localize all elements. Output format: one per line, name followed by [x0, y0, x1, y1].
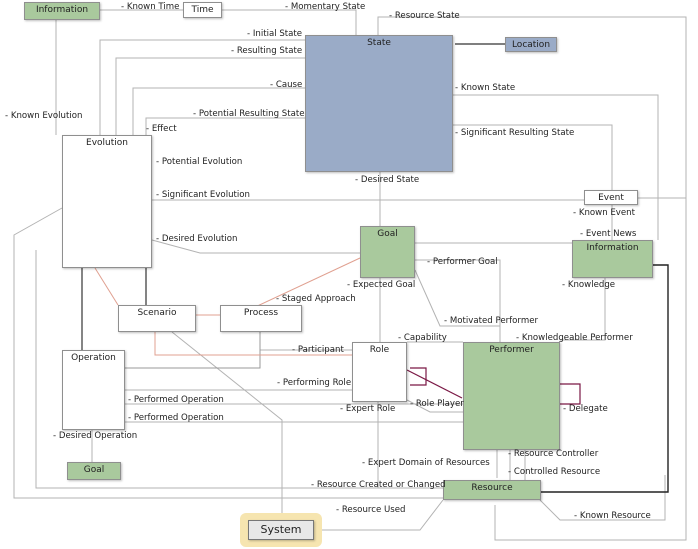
- label-desired-operation: - Desired Operation: [53, 431, 138, 441]
- evolution-node[interactable]: Evolution: [62, 135, 152, 268]
- label-delegate: - Delegate: [563, 404, 608, 414]
- label-expert-role: - Expert Role: [340, 404, 396, 414]
- goal-main-node[interactable]: Goal: [360, 226, 415, 278]
- label-expert-domain: - Expert Domain of Resources: [362, 458, 490, 468]
- scenario-node[interactable]: Scenario: [118, 305, 196, 332]
- state-label: State: [367, 38, 391, 48]
- label-performed-operation-2: - Performed Operation: [128, 413, 224, 423]
- label-resource-created: - Resource Created or Changed: [311, 480, 446, 490]
- role-node[interactable]: Role: [352, 342, 407, 402]
- label-performer-goal: - Performer Goal: [427, 257, 498, 267]
- label-known-event: - Known Event: [573, 208, 635, 218]
- label-controlled-resource: - Controlled Resource: [508, 467, 601, 477]
- role-label: Role: [369, 345, 390, 355]
- goal-small-label: Goal: [83, 465, 105, 475]
- performer-node[interactable]: Performer: [463, 342, 560, 450]
- label-resource-controller: - Resource Controller: [508, 449, 599, 459]
- label-significant-evolution: - Significant Evolution: [156, 190, 250, 200]
- label-potential-resulting-state: - Potential Resulting State: [193, 109, 305, 119]
- goal-small-node[interactable]: Goal: [67, 462, 121, 480]
- information-top-node[interactable]: Information: [24, 2, 100, 20]
- process-label: Process: [243, 308, 279, 318]
- event-label: Event: [598, 193, 624, 203]
- label-resource-state: - Resource State: [389, 11, 460, 21]
- information-right-label: Information: [586, 243, 639, 253]
- evolution-label: Evolution: [86, 138, 128, 148]
- information-right-node[interactable]: Information: [572, 240, 653, 278]
- resource-node[interactable]: Resource: [443, 480, 541, 500]
- label-staged-approach: - Staged Approach: [276, 294, 356, 304]
- label-knowledgeable-performer: - Knowledgeable Performer: [516, 333, 633, 343]
- label-capability: - Capability: [398, 333, 447, 343]
- scenario-label: Scenario: [137, 308, 177, 318]
- label-performed-operation-1: - Performed Operation: [128, 395, 224, 405]
- time-label: Time: [191, 5, 214, 15]
- time-node[interactable]: Time: [183, 2, 222, 18]
- label-known-resource: - Known Resource: [574, 511, 651, 521]
- label-momentary-state: - Momentary State: [285, 2, 366, 12]
- system-node[interactable]: System: [248, 520, 314, 540]
- label-known-time: - Known Time: [121, 2, 180, 12]
- system-label: System: [260, 523, 302, 536]
- operation-node[interactable]: Operation: [62, 350, 125, 430]
- process-node[interactable]: Process: [220, 305, 302, 332]
- label-initial-state: - Initial State: [247, 29, 303, 39]
- resource-label: Resource: [471, 483, 513, 493]
- label-resulting-state: - Resulting State: [231, 46, 303, 56]
- state-node[interactable]: State: [305, 35, 453, 172]
- label-known-evolution: - Known Evolution: [5, 111, 83, 121]
- label-known-state: - Known State: [455, 83, 516, 93]
- label-role-player: - Role Player: [410, 399, 464, 409]
- label-participant: - Participant: [292, 345, 344, 355]
- label-motivated-performer: - Motivated Performer: [444, 316, 539, 326]
- label-expected-goal: - Expected Goal: [347, 280, 416, 290]
- event-node[interactable]: Event: [584, 190, 638, 205]
- location-label: Location: [511, 40, 551, 50]
- performer-label: Performer: [489, 345, 534, 355]
- operation-label: Operation: [71, 353, 116, 363]
- label-desired-state: - Desired State: [355, 175, 420, 185]
- label-performing-role: - Performing Role: [277, 378, 352, 388]
- label-resource-used: - Resource Used: [336, 505, 406, 515]
- label-effect: - Effect: [146, 124, 177, 134]
- label-knowledge: - Knowledge: [562, 280, 616, 290]
- label-desired-evolution: - Desired Evolution: [156, 234, 238, 244]
- goal-main-label: Goal: [377, 229, 398, 239]
- label-cause: - Cause: [270, 80, 303, 90]
- label-potential-evolution: - Potential Evolution: [156, 157, 243, 167]
- label-event-news: - Event News: [580, 229, 637, 239]
- information-top-label: Information: [35, 5, 89, 15]
- location-node[interactable]: Location: [505, 37, 557, 52]
- label-significant-resulting-state: - Significant Resulting State: [455, 128, 575, 138]
